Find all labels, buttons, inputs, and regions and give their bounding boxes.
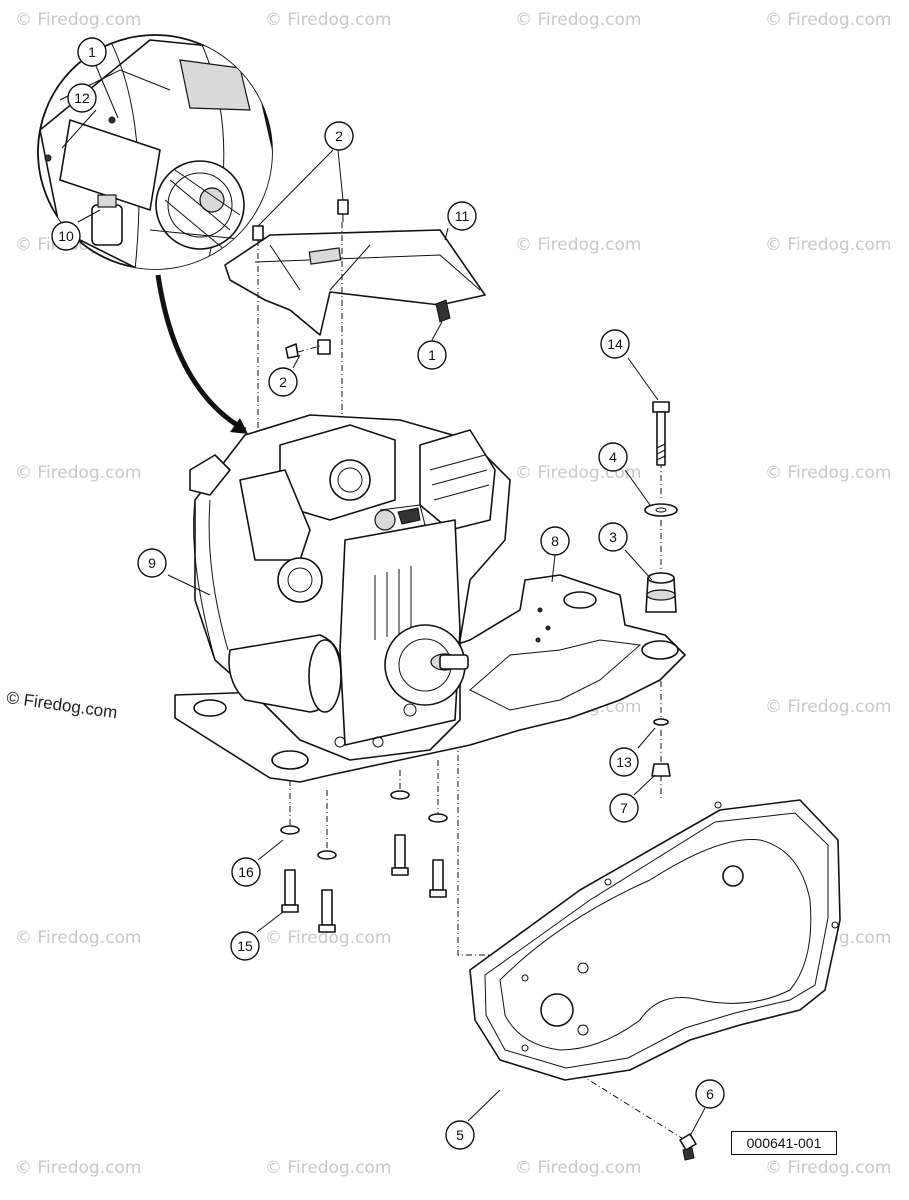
callout-11: 11 bbox=[447, 201, 477, 231]
engine-cover bbox=[224, 229, 486, 336]
cover-screws bbox=[252, 199, 349, 359]
mount-hardware-bottom bbox=[280, 790, 448, 933]
watermark: © Firedog.com bbox=[515, 10, 642, 30]
svg-text:12: 12 bbox=[74, 90, 90, 106]
callout-2b: 2 bbox=[268, 367, 298, 397]
callout-15: 15 bbox=[230, 931, 260, 961]
leader-lines bbox=[61, 65, 706, 1137]
watermark: © Firedog.com bbox=[15, 10, 142, 30]
callout-14: 14 bbox=[600, 329, 630, 359]
svg-text:1: 1 bbox=[428, 347, 436, 363]
watermark: © Firedog.com bbox=[515, 235, 642, 255]
watermark: © Firedog.com bbox=[265, 10, 392, 30]
callout-9: 9 bbox=[137, 548, 167, 578]
watermark: © Firedog.com bbox=[265, 928, 392, 948]
svg-text:10: 10 bbox=[58, 228, 74, 244]
assembly-lines bbox=[257, 222, 689, 1143]
inset-pointer-arrow bbox=[155, 274, 248, 434]
svg-text:9: 9 bbox=[148, 555, 156, 571]
callout-10: 10 bbox=[51, 221, 81, 251]
svg-text:6: 6 bbox=[706, 1086, 714, 1102]
watermark: © Firedog.com bbox=[515, 1158, 642, 1178]
svg-text:2: 2 bbox=[335, 128, 343, 144]
belt-housing bbox=[469, 799, 841, 1081]
svg-text:5: 5 bbox=[456, 1127, 464, 1143]
callout-13: 13 bbox=[609, 747, 639, 777]
watermark: © Firedog.com bbox=[15, 463, 142, 483]
watermark: © Firedog.com bbox=[15, 928, 142, 948]
engine-assembly bbox=[189, 414, 511, 761]
svg-text:7: 7 bbox=[620, 800, 628, 816]
svg-text:4: 4 bbox=[609, 449, 617, 465]
callout-12: 12 bbox=[67, 83, 97, 113]
callout-5: 5 bbox=[445, 1120, 475, 1150]
watermark: © Firedog.com bbox=[765, 697, 892, 717]
callout-6: 6 bbox=[695, 1079, 725, 1109]
callout-1: 1 bbox=[77, 37, 107, 67]
svg-text:15: 15 bbox=[237, 938, 253, 954]
callout-2: 2 bbox=[324, 121, 354, 151]
svg-text:3: 3 bbox=[609, 529, 617, 545]
svg-text:1: 1 bbox=[88, 44, 96, 60]
callout-4: 4 bbox=[598, 442, 628, 472]
watermark: © Firedog.com bbox=[765, 10, 892, 30]
watermark: © Firedog.com bbox=[765, 1158, 892, 1178]
inset-detail-view bbox=[37, 34, 273, 270]
svg-text:14: 14 bbox=[607, 336, 623, 352]
callout-7: 7 bbox=[609, 793, 639, 823]
svg-text:13: 13 bbox=[616, 754, 632, 770]
mount-hardware-right bbox=[644, 401, 678, 777]
housing-bolt bbox=[679, 1133, 697, 1161]
callout-8: 8 bbox=[540, 526, 570, 556]
callout-1b: 1 bbox=[417, 340, 447, 370]
svg-text:2: 2 bbox=[279, 374, 287, 390]
watermark: © Firedog.com bbox=[265, 1158, 392, 1178]
watermark: © Firedog.com bbox=[15, 1158, 142, 1178]
callout-16: 16 bbox=[231, 857, 261, 887]
svg-text:8: 8 bbox=[551, 533, 559, 549]
svg-text:16: 16 bbox=[238, 864, 254, 880]
svg-text:11: 11 bbox=[455, 208, 470, 224]
watermark: © Firedog.com bbox=[765, 235, 892, 255]
figure-number-label: 000641-001 bbox=[731, 1131, 837, 1155]
watermark: © Firedog.com bbox=[765, 463, 892, 483]
callout-3: 3 bbox=[598, 522, 628, 552]
